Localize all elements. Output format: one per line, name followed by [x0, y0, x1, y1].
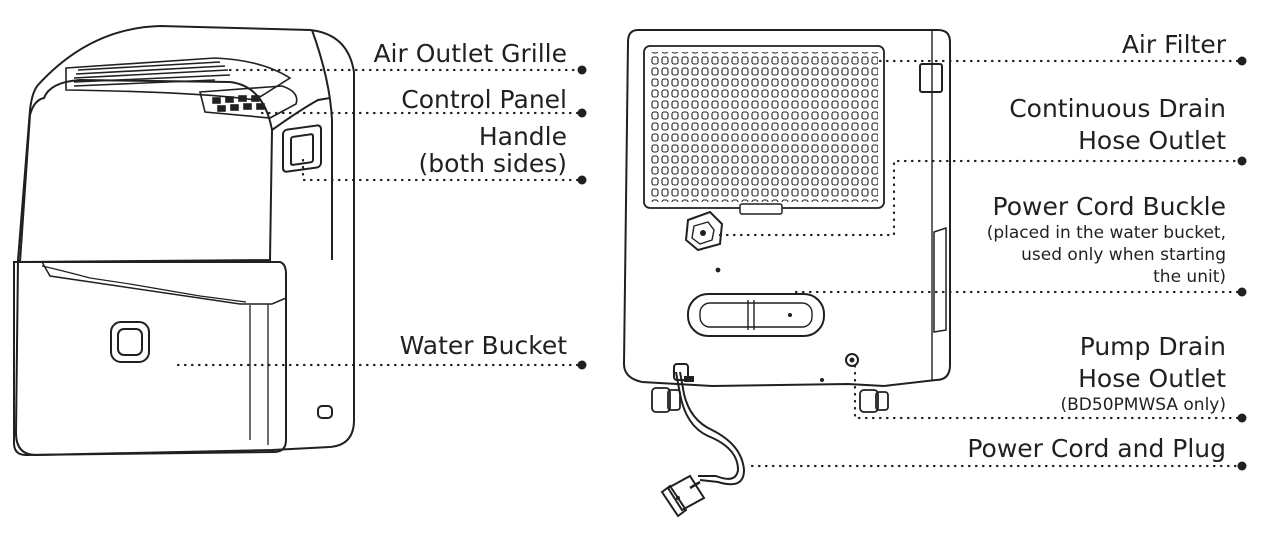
dot-power-cord-plug	[1237, 461, 1247, 471]
dot-control-panel	[577, 108, 587, 118]
label-continuous-drain: Continuous Drain Hose Outlet	[1009, 93, 1226, 156]
back-handle	[919, 63, 947, 333]
air-filter	[643, 45, 885, 215]
dot-water-bucket	[577, 360, 587, 370]
leader-pump-drain	[853, 364, 1242, 420]
dot-handle	[577, 175, 587, 185]
label-pump-drain-line2: Hose Outlet	[1078, 364, 1226, 393]
water-bucket	[13, 261, 287, 457]
dot-continuous-drain	[1237, 156, 1247, 166]
leader-dots	[577, 56, 1247, 471]
back-unit	[622, 29, 951, 518]
screw	[715, 267, 721, 273]
power-cord-buckle	[687, 293, 825, 337]
label-pump-drain-note: (BD50PMWSA only)	[1060, 395, 1226, 415]
label-power-cord-buckle-note2: used only when starting	[1021, 245, 1226, 265]
front-unit	[13, 24, 355, 457]
power-cord	[673, 363, 746, 486]
dot-power-cord-buckle	[1237, 287, 1247, 297]
label-pump-drain-line1: Pump Drain	[1079, 332, 1226, 361]
pump-drain-hose-outlet	[845, 353, 859, 367]
front-foot	[317, 405, 333, 419]
label-power-cord-buckle-note1: (placed in the water bucket,	[986, 223, 1226, 243]
leader-lines	[176, 59, 1242, 468]
front-side-edge	[311, 29, 333, 260]
label-power-cord-buckle-note3: the unit)	[1153, 267, 1226, 287]
dot-air-filter	[1237, 56, 1247, 66]
continuous-drain-hose-outlet	[684, 210, 724, 252]
leader-continuous-drain	[718, 159, 1242, 237]
label-handle-line2: (both sides)	[418, 149, 567, 178]
label-power-cord-plug: Power Cord and Plug	[967, 434, 1226, 463]
power-plug	[660, 474, 706, 518]
label-power-cord-buckle: Power Cord Buckle (placed in the water b…	[987, 191, 1226, 288]
dot-air-outlet-grille	[577, 65, 587, 75]
control-panel	[198, 85, 298, 119]
label-air-filter: Air Filter	[1121, 30, 1226, 59]
label-pump-drain: Pump Drain Hose Outlet (BD50PMWSA only)	[1061, 331, 1226, 416]
back-body-outline	[622, 29, 951, 388]
back-wheels	[651, 387, 889, 413]
front-panel	[18, 78, 274, 264]
front-side-edge-2	[271, 97, 331, 131]
label-water-bucket: Water Bucket	[399, 331, 567, 360]
label-handle: Handle (both sides)	[418, 121, 567, 179]
label-air-outlet-grille: Air Outlet Grille	[373, 39, 567, 68]
leader-handle	[301, 158, 582, 182]
label-power-cord-buckle-title: Power Cord Buckle	[992, 192, 1226, 221]
label-control-panel: Control Panel	[401, 85, 567, 114]
label-handle-line1: Handle	[478, 122, 567, 151]
handle	[282, 124, 322, 173]
dot-pump-drain	[1237, 413, 1247, 423]
label-continuous-drain-line2: Hose Outlet	[1078, 126, 1226, 155]
label-continuous-drain-line1: Continuous Drain	[1009, 94, 1226, 123]
